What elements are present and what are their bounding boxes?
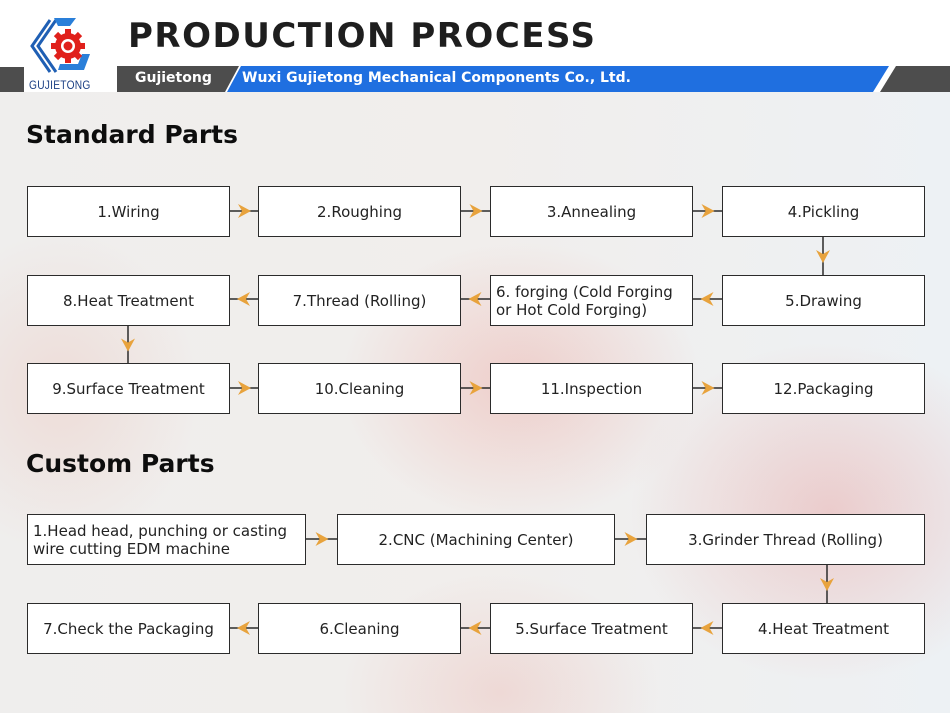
- custom-step-1: 1.Head head, punching or casting wire cu…: [27, 514, 306, 565]
- custom-step-2: 2.CNC (Machining Center): [337, 514, 615, 565]
- arrow-right-icon: [461, 381, 490, 395]
- custom-step-3: 3.Grinder Thread (Rolling): [646, 514, 925, 565]
- custom-step-7: 7.Check the Packaging: [27, 603, 230, 654]
- page-title: PRODUCTION PROCESS: [128, 16, 597, 56]
- arrow-left-icon: [230, 621, 258, 635]
- custom-step-4: 4.Heat Treatment: [722, 603, 925, 654]
- arrow-right-icon: [693, 381, 722, 395]
- standard-step-4: 4.Pickling: [722, 186, 925, 237]
- company-logo: [24, 14, 96, 94]
- custom-step-5: 5.Surface Treatment: [490, 603, 693, 654]
- arrow-right-icon: [461, 204, 490, 218]
- arrow-left-icon: [693, 621, 722, 635]
- arrow-right-icon: [230, 381, 258, 395]
- custom-step-6: 6.Cleaning: [258, 603, 461, 654]
- header-strip-left: [0, 67, 24, 93]
- arrow-left-icon: [693, 292, 722, 306]
- brand-label: Gujietong: [135, 70, 212, 86]
- arrow-down-icon: [816, 237, 830, 275]
- standard-step-5: 5.Drawing: [722, 275, 925, 326]
- standard-step-7: 7.Thread (Rolling): [258, 275, 461, 326]
- arrow-down-icon: [121, 326, 135, 363]
- standard-step-1: 1.Wiring: [27, 186, 230, 237]
- arrow-left-icon: [461, 621, 490, 635]
- arrow-right-icon: [693, 204, 722, 218]
- standard-step-12: 12.Packaging: [722, 363, 925, 414]
- standard-step-2: 2.Roughing: [258, 186, 461, 237]
- custom-parts-title: Custom Parts: [26, 449, 215, 478]
- arrow-right-icon: [615, 532, 646, 546]
- logo-text: GUJIETONG: [29, 78, 91, 92]
- standard-step-9: 9.Surface Treatment: [27, 363, 230, 414]
- arrow-down-icon: [820, 565, 834, 603]
- company-name: Wuxi Gujietong Mechanical Components Co.…: [242, 70, 631, 86]
- standard-step-11: 11.Inspection: [490, 363, 693, 414]
- gear-logo-icon: [30, 18, 90, 73]
- header-strip: Gujietong Wuxi Gujietong Mechanical Comp…: [117, 66, 950, 92]
- standard-step-10: 10.Cleaning: [258, 363, 461, 414]
- arrow-left-icon: [461, 292, 490, 306]
- arrow-right-icon: [306, 532, 337, 546]
- arrow-right-icon: [230, 204, 258, 218]
- standard-step-8: 8.Heat Treatment: [27, 275, 230, 326]
- standard-step-3: 3.Annealing: [490, 186, 693, 237]
- standard-parts-title: Standard Parts: [26, 120, 238, 149]
- standard-step-6: 6. forging (Cold Forging or Hot Cold For…: [490, 275, 693, 326]
- arrow-left-icon: [230, 292, 258, 306]
